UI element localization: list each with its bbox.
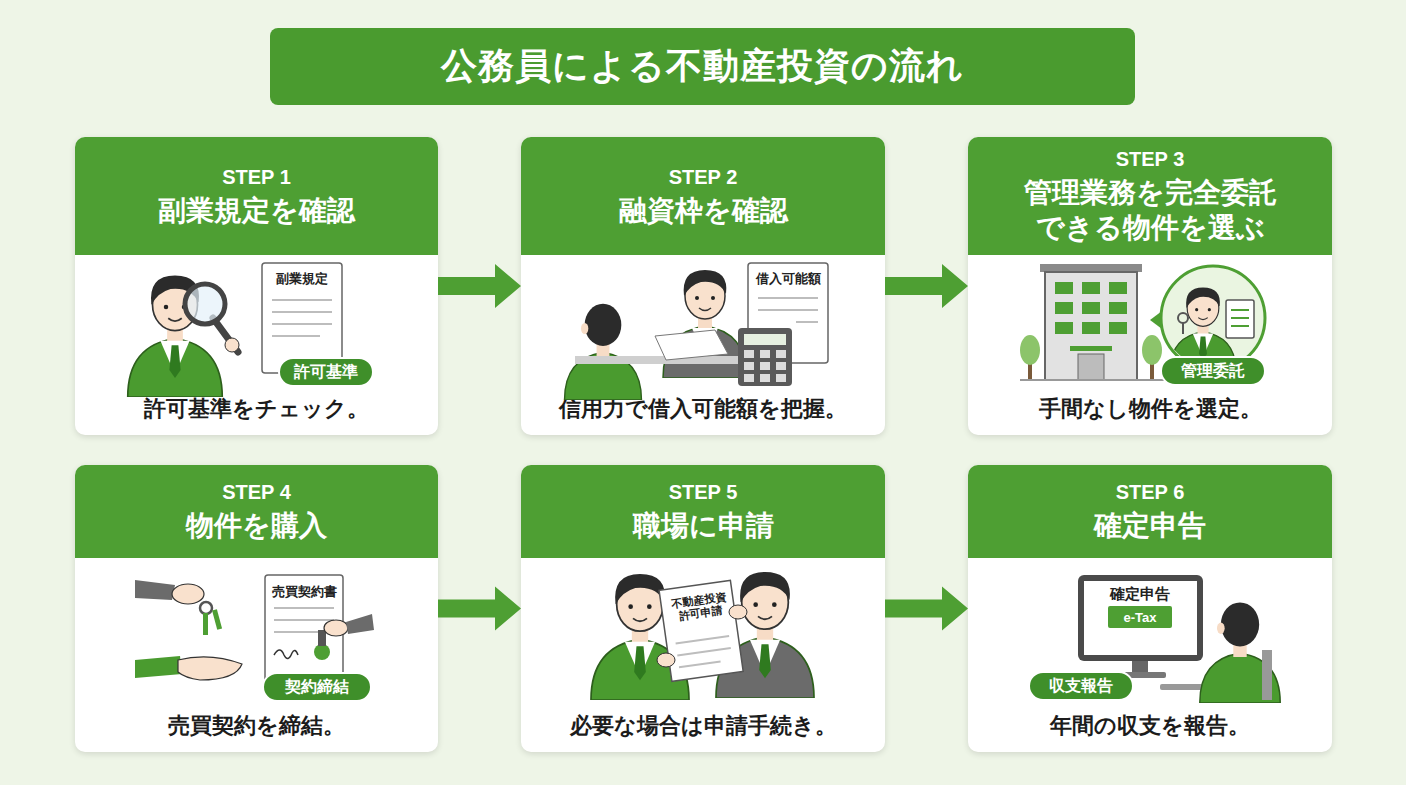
etax-chip: e-Tax [1108, 606, 1172, 628]
step-header: STEP 5 職場に申請 [521, 465, 885, 558]
chip-text: e-Tax [1124, 610, 1157, 625]
step-caption: 必要な場合は申請手続き。 [521, 712, 885, 740]
badge-pill: 収支報告 [1028, 671, 1134, 701]
step-header: STEP 6 確定申告 [968, 465, 1332, 558]
step-card: STEP 1 副業規定を確認許可基準をチェック。 許可基準 [75, 137, 438, 435]
badge-text: 契約締結 [285, 677, 349, 698]
flow-arrow [885, 264, 968, 308]
step-number: STEP 2 [669, 165, 738, 189]
badge-pill: 許可基準 [278, 357, 374, 387]
step-caption: 信用力で借入可能額を把握。 [521, 395, 885, 423]
badge-text: 管理委託 [1181, 361, 1245, 382]
badge-pill: 契約締結 [262, 672, 372, 702]
flow-arrow [885, 587, 968, 631]
step-title: 物件を購入 [176, 508, 337, 543]
step-number: STEP 3 [1116, 147, 1185, 171]
badge-text: 収支報告 [1049, 676, 1113, 697]
step-card: STEP 3 管理業務を完全委託 できる物件を選ぶ手間なし物件を選定。 管理委託 [968, 137, 1332, 435]
step-caption: 売買契約を締結。 [75, 712, 438, 740]
flow-arrow [438, 587, 521, 631]
step-header: STEP 4 物件を購入 [75, 465, 438, 558]
step-caption: 許可基準をチェック。 [75, 395, 438, 423]
screen-label: 確定申告 [1085, 585, 1195, 603]
flow-arrow [438, 264, 521, 308]
step-caption: 手間なし物件を選定。 [968, 395, 1332, 423]
step-number: STEP 6 [1116, 480, 1185, 504]
document-label: 借入可能額 [749, 271, 827, 287]
step-title: 管理業務を完全委託 できる物件を選ぶ [968, 175, 1332, 245]
badge-text: 許可基準 [294, 362, 358, 383]
step-number: STEP 5 [669, 480, 738, 504]
step-card: STEP 2 融資枠を確認信用力で借入可能額を把握。 [521, 137, 885, 435]
badge-pill: 管理委託 [1160, 356, 1266, 386]
title-banner: 公務員による不動産投資の流れ [270, 28, 1135, 105]
step-title: 職場に申請 [623, 508, 784, 543]
document-label: 副業規定 [264, 271, 340, 287]
document-label: 売買契約書 [266, 584, 342, 600]
step-card: STEP 6 確定申告年間の収支を報告。 e-Tax 収支報告 [968, 465, 1332, 752]
step-header: STEP 2 融資枠を確認 [521, 137, 885, 255]
step-header: STEP 3 管理業務を完全委託 できる物件を選ぶ [968, 137, 1332, 255]
step-number: STEP 1 [222, 165, 291, 189]
step-card: STEP 4 物件を購入売買契約を締結。 契約締結 [75, 465, 438, 752]
step-title: 融資枠を確認 [609, 193, 798, 228]
title-text: 公務員による不動産投資の流れ [441, 42, 964, 91]
step-title: 副業規定を確認 [148, 193, 365, 228]
step-number: STEP 4 [222, 480, 291, 504]
step-header: STEP 1 副業規定を確認 [75, 137, 438, 255]
step-caption: 年間の収支を報告。 [968, 712, 1332, 740]
step-title: 確定申告 [1084, 508, 1216, 543]
